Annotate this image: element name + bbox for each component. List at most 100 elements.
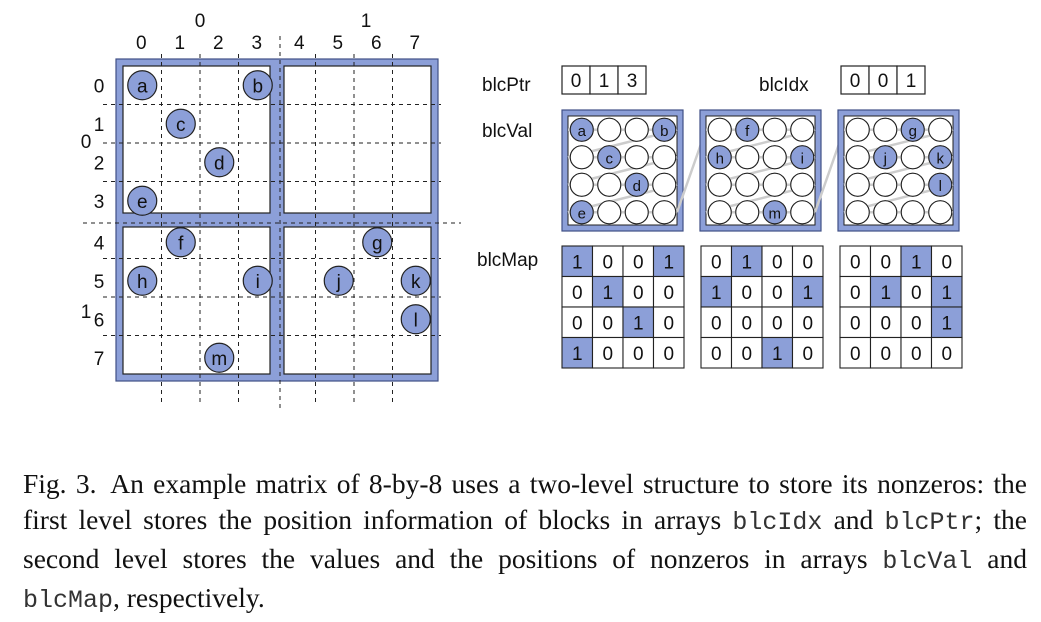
matrix-block-1-0 xyxy=(122,226,271,375)
nonzero-g xyxy=(362,227,393,258)
blcmap-value-1-3-0: 0 xyxy=(711,344,722,365)
blcval-cell-0-1-3 xyxy=(652,145,677,170)
blcmap-cell-0-3-1 xyxy=(591,336,624,369)
blcval-label-b: b xyxy=(660,123,668,140)
blcmap-value-1-1-0: 1 xyxy=(711,283,722,304)
caption-code-blcmap: blcMap xyxy=(23,586,114,615)
row-label-1: 1 xyxy=(94,115,105,136)
blcmap-cell-2-3-2 xyxy=(900,336,933,369)
row-label-7: 7 xyxy=(94,349,105,370)
blcval-cell-2-1-2 xyxy=(900,145,925,170)
blcval-cell-2-0-2 xyxy=(900,117,925,142)
blcval-label-k: k xyxy=(937,150,945,167)
blcval-cell-0-1-0 xyxy=(569,145,594,170)
blcmap-value-0-2-1: 0 xyxy=(602,313,613,334)
blcval-cell-2-3-0 xyxy=(845,200,870,225)
col-label-7: 7 xyxy=(409,33,420,54)
blcmap-value-1-0-1: 1 xyxy=(741,252,752,273)
blcval-cell-1-2-2 xyxy=(762,172,787,197)
blcmap-cell-1-1-3 xyxy=(791,275,824,308)
nonzero-label-h: h xyxy=(137,272,148,293)
blcmap-cell-2-0-1 xyxy=(869,245,902,278)
blcval-cell-2-2-3 xyxy=(928,172,953,197)
nonzero-k xyxy=(400,265,431,296)
blcmap-cell-1-3-3 xyxy=(791,336,824,369)
blcmap-value-0-3-3: 0 xyxy=(663,344,674,365)
blcmap-label: blcMap xyxy=(477,250,538,271)
blcmap-value-0-2-0: 0 xyxy=(572,313,583,334)
blcmap-value-0-1-1: 1 xyxy=(602,283,613,304)
nonzero-m xyxy=(204,342,235,373)
blcval-cell-0-3-3 xyxy=(652,200,677,225)
nonzero-l xyxy=(400,304,431,335)
nonzero-label-g: g xyxy=(372,233,383,254)
caption-text-5: , respectively. xyxy=(113,582,265,613)
blcmap-cell-2-0-0 xyxy=(839,245,872,278)
blcval-cell-0-0-1 xyxy=(597,117,622,142)
blcmap-cell-2-2-3 xyxy=(930,306,963,339)
blcval-cell-2-3-1 xyxy=(873,200,898,225)
blcmap-value-2-0-3: 0 xyxy=(941,252,952,273)
nonzero-label-a: a xyxy=(137,76,148,97)
blcmap-value-0-3-2: 0 xyxy=(633,344,644,365)
blcmap-value-2-1-3: 1 xyxy=(941,283,952,304)
blcmap-value-0-2-2: 1 xyxy=(633,313,644,334)
nonzero-h xyxy=(127,265,158,296)
blcmap-value-0-2-3: 0 xyxy=(663,313,674,334)
blcval-cell-0-2-0 xyxy=(569,172,594,197)
blcval-cell-0-1-2 xyxy=(624,145,649,170)
nonzero-b xyxy=(242,70,273,101)
blcval-label-g: g xyxy=(909,123,917,140)
row-label-4: 4 xyxy=(94,233,105,254)
blcmap-cell-1-0-3 xyxy=(791,245,824,278)
blcval-cell-1-3-1 xyxy=(735,200,760,225)
blcmap-value-2-3-0: 0 xyxy=(850,344,861,365)
blcmap-value-0-0-3: 1 xyxy=(663,252,674,273)
matrix-block-0-1 xyxy=(283,65,432,214)
col-label-1: 1 xyxy=(174,33,185,54)
nonzero-label-k: k xyxy=(411,272,421,293)
nonzero-label-j: j xyxy=(336,272,341,293)
blcval-cell-2-3-2 xyxy=(900,200,925,225)
block-row-label-0: 0 xyxy=(81,132,92,153)
blcmap-cell-2-2-1 xyxy=(869,306,902,339)
blcmap-cell-1-1-0 xyxy=(700,275,733,308)
blcval-label: blcVal xyxy=(482,121,532,142)
blcmap-value-2-2-3: 1 xyxy=(941,313,952,334)
blcptr-cell-0 xyxy=(561,65,591,95)
blcval-cell-1-1-2 xyxy=(762,145,787,170)
blcval-cell-1-2-0 xyxy=(707,172,732,197)
blcptr-cell-2 xyxy=(617,65,647,95)
blcval-label-m: m xyxy=(769,205,782,222)
col-label-6: 6 xyxy=(371,33,382,54)
col-label-3: 3 xyxy=(251,33,262,54)
blcmap-cell-2-3-0 xyxy=(839,336,872,369)
blcval-cell-2-0-3 xyxy=(928,117,953,142)
caption-text-2: and xyxy=(822,504,885,535)
nonzero-c xyxy=(165,108,196,139)
blcmap-value-1-3-3: 0 xyxy=(802,344,813,365)
blcval-label-d: d xyxy=(633,178,641,195)
blcval-label-j: j xyxy=(883,150,887,167)
blcmap-cell-1-1-2 xyxy=(761,275,794,308)
blcval-cell-1-3-2 xyxy=(762,200,787,225)
blcmap-value-1-0-2: 0 xyxy=(772,252,783,273)
blcmap-value-0-0-2: 0 xyxy=(633,252,644,273)
blcval-cell-0-2-3 xyxy=(652,172,677,197)
blcmap-value-2-0-1: 0 xyxy=(880,252,891,273)
blcidx-value-0: 0 xyxy=(850,71,861,92)
blcval-cell-1-3-0 xyxy=(707,200,732,225)
blcval-cell-1-0-3 xyxy=(790,117,815,142)
row-label-6: 6 xyxy=(94,310,105,331)
blcmap-value-1-2-0: 0 xyxy=(711,313,722,334)
blcmap-value-1-1-1: 0 xyxy=(741,283,752,304)
row-label-3: 3 xyxy=(94,192,105,213)
blcmap-value-2-2-0: 0 xyxy=(850,313,861,334)
blcmap-value-1-3-2: 1 xyxy=(772,344,783,365)
blcval-cell-2-1-3 xyxy=(928,145,953,170)
blcmap-value-1-0-0: 0 xyxy=(711,252,722,273)
blcval-cell-1-0-0 xyxy=(707,117,732,142)
blcmap-value-2-2-1: 0 xyxy=(880,313,891,334)
